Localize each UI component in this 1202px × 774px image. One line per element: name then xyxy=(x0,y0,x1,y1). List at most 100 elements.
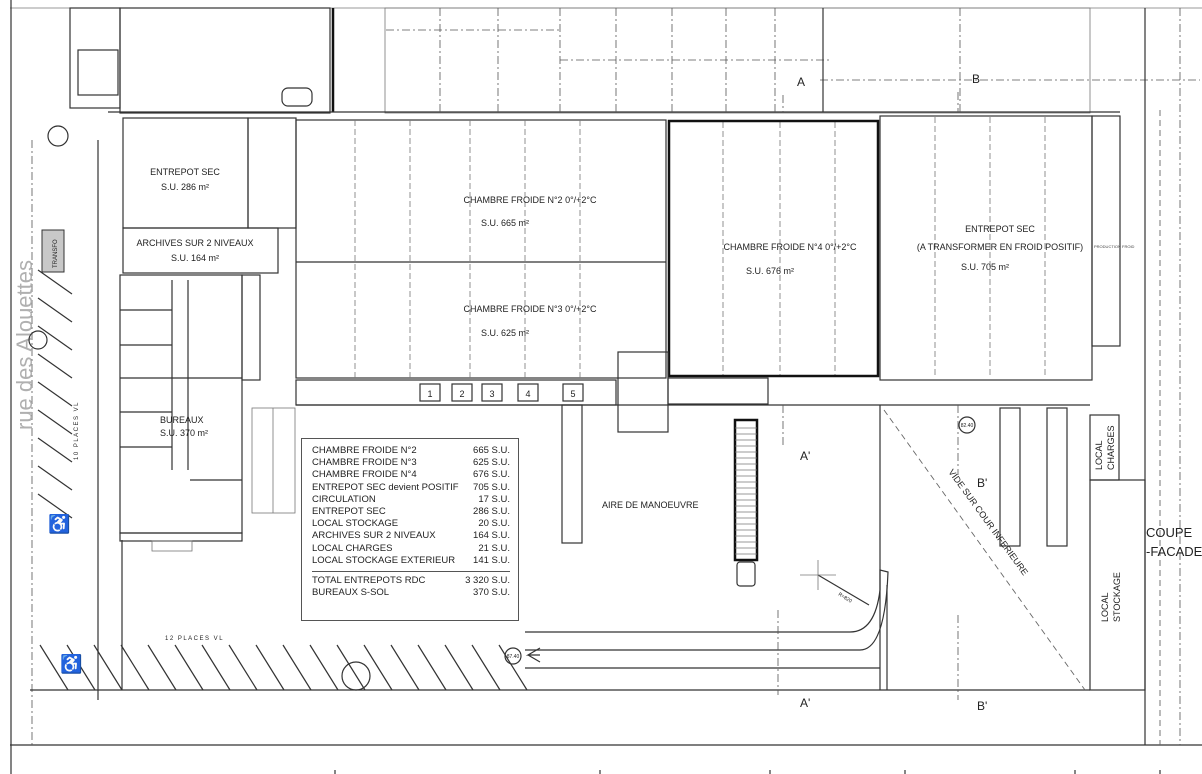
parking-stall-line xyxy=(336,644,366,691)
room-area: S.U. 370 m² xyxy=(160,428,208,438)
transfo-block xyxy=(41,229,65,273)
table-row: CHAMBRE FROIDE N°2 665 S.U. xyxy=(312,445,510,457)
room-name: CHAMBRE FROIDE N°4 0°/+2°C xyxy=(723,242,857,252)
row-value: 141 S.U. xyxy=(473,554,510,566)
room-name: CHAMBRE FROIDE N°3 0°/+2°C xyxy=(463,304,597,314)
table-row: BUREAUX S-SOL 370 S.U. xyxy=(312,587,510,599)
dock-number: 5 xyxy=(570,389,575,399)
parking-stall-line xyxy=(37,325,73,351)
room-area: S.U. 625 m² xyxy=(481,328,529,338)
dock-number: 1 xyxy=(427,389,432,399)
room-bureaux xyxy=(119,274,261,552)
coupe-facade-label: COUPE xyxy=(1146,525,1193,540)
parking-stall-line xyxy=(147,644,177,691)
room-name-line2: CHARGES xyxy=(1106,425,1116,470)
parking-stall-line xyxy=(37,381,73,407)
parking-stall-line xyxy=(37,297,73,323)
table-row: CHAMBRE FROIDE N°4 676 S.U. xyxy=(312,469,510,481)
room-name: ARCHIVES SUR 2 NIVEAUX xyxy=(136,238,253,248)
room-name-line2: STOCKAGE xyxy=(1112,572,1122,622)
truck-stripes xyxy=(735,427,757,555)
parking-10-label: 10 PLACES VL xyxy=(74,401,80,460)
aire-manoeuvre-label: AIRE DE MANOEUVRE xyxy=(602,500,699,510)
coupe-facade-label: -FACADE xyxy=(1146,544,1202,559)
room-area: S.U. 665 m² xyxy=(481,218,529,228)
row-label: CHAMBRE FROIDE N°3 xyxy=(312,457,417,469)
row-label: LOCAL CHARGES xyxy=(312,542,393,554)
loading-dock xyxy=(562,383,584,402)
level-value: 87.40 xyxy=(507,654,520,660)
table-row: LOCAL STOCKAGE EXTERIEUR 141 S.U. xyxy=(312,555,510,567)
accessible-parking-icon: ♿ xyxy=(48,513,70,534)
loading-dock xyxy=(451,383,473,402)
row-value: 20 S.U. xyxy=(478,518,510,530)
room-name-line1: LOCAL xyxy=(1094,440,1104,470)
row-value: 705 S.U. xyxy=(473,481,510,493)
row-label: LOCAL STOCKAGE xyxy=(312,518,399,530)
table-row: CIRCULATION 17 S.U. xyxy=(312,494,510,506)
row-value: 17 S.U. xyxy=(478,493,510,505)
table-divider xyxy=(312,571,510,573)
curved-ramp xyxy=(525,569,889,651)
row-label: ENTREPOT SEC xyxy=(312,506,386,518)
accessible-parking-icon: ♿ xyxy=(60,653,82,674)
row-label: CIRCULATION xyxy=(312,493,376,505)
row-label: BUREAUX S-SOL xyxy=(312,587,390,599)
transfo-label: TRANSFO xyxy=(53,239,59,268)
room-name: PRODUCTION FROID xyxy=(1094,244,1135,249)
room-name: CHAMBRE FROIDE N°2 0°/+2°C xyxy=(463,195,597,205)
room-name: BUREAUX xyxy=(160,415,204,425)
room-chambre-froide-2-3 xyxy=(295,119,667,379)
ramp xyxy=(251,407,296,514)
vide-boundary xyxy=(883,409,1086,691)
dock-number: 3 xyxy=(489,389,494,399)
section-mark-a-prime: A' xyxy=(800,449,810,463)
row-label: LOCAL STOCKAGE EXTERIEUR xyxy=(312,554,456,566)
room-area: S.U. 164 m² xyxy=(171,253,219,263)
room-area: S.U. 705 m² xyxy=(961,262,1009,272)
level-marker xyxy=(504,647,522,665)
row-value: 665 S.U. xyxy=(473,445,510,456)
parking-stall-line xyxy=(37,437,73,463)
parking-stall-line xyxy=(444,644,474,691)
row-label: CHAMBRE FROIDE N°4 xyxy=(312,469,417,481)
vide-sur-cour-label: VIDE SUR COUR INFERIEURE xyxy=(946,467,1030,577)
parking-stall-line xyxy=(37,465,73,491)
truck-icon xyxy=(733,418,759,587)
room-area: S.U. 676 m² xyxy=(746,266,794,276)
section-mark-a: A xyxy=(797,75,805,89)
parking-stall-line xyxy=(309,644,339,691)
parking-stall-line xyxy=(363,644,393,691)
row-label: TOTAL ENTREPOTS RDC xyxy=(312,575,426,587)
row-label: ARCHIVES SUR 2 NIVEAUX xyxy=(312,530,436,542)
parking-stall-line xyxy=(255,644,285,691)
row-label: CHAMBRE FROIDE N°2 xyxy=(312,445,417,456)
row-value: 370 S.U. xyxy=(473,587,510,599)
parking-stall-line xyxy=(66,644,96,691)
dock-number: 2 xyxy=(459,389,464,399)
parking-stalls-left xyxy=(37,269,528,691)
parking-stall-line xyxy=(498,644,528,691)
row-value: 286 S.U. xyxy=(473,506,510,518)
parking-stall-line xyxy=(37,493,73,519)
structural-grid xyxy=(354,117,1046,378)
loading-dock xyxy=(481,383,503,402)
room-name: ENTREPOT SEC xyxy=(965,224,1035,234)
room-area: S.U. 286 m² xyxy=(161,182,209,192)
parking-stall-line xyxy=(201,644,231,691)
room-name: ENTREPOT SEC xyxy=(150,167,220,177)
parking-stall-line xyxy=(37,269,73,295)
parking-stall-line xyxy=(37,353,73,379)
row-value: 676 S.U. xyxy=(473,469,510,481)
parking-stall-line xyxy=(390,644,420,691)
parking-stall-line xyxy=(471,644,501,691)
parking-stall-line xyxy=(93,644,123,691)
room-chambre-froide-4 xyxy=(667,119,880,378)
parking-stall-line xyxy=(37,409,73,435)
